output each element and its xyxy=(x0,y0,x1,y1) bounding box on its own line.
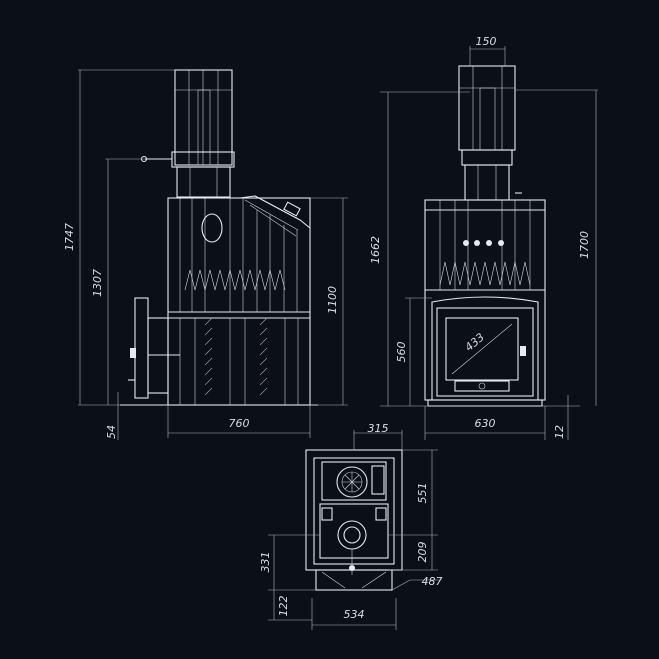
dim-331: 331 xyxy=(259,552,272,573)
dim-760: 760 xyxy=(229,417,250,430)
dim-1662: 1662 xyxy=(369,236,382,264)
dim-122: 122 xyxy=(277,596,290,617)
dim-487: 487 xyxy=(422,575,443,588)
side-view xyxy=(78,69,348,440)
dim-209: 209 xyxy=(416,542,429,563)
dim-433: 433 xyxy=(463,331,487,354)
dim-551: 551 xyxy=(416,483,429,504)
dim-1100: 1100 xyxy=(326,286,339,314)
dim-1747: 1747 xyxy=(63,223,76,251)
dim-630: 630 xyxy=(475,417,496,430)
dim-54: 54 xyxy=(105,425,118,439)
dim-1700: 1700 xyxy=(578,231,591,259)
plan-view xyxy=(268,430,440,630)
dim-560: 560 xyxy=(395,342,408,363)
front-view xyxy=(380,46,598,440)
dim-534: 534 xyxy=(344,608,365,621)
dim-150: 150 xyxy=(476,35,497,48)
dim-315: 315 xyxy=(368,422,389,435)
dim-12: 12 xyxy=(553,425,566,439)
dim-1307: 1307 xyxy=(91,269,104,297)
